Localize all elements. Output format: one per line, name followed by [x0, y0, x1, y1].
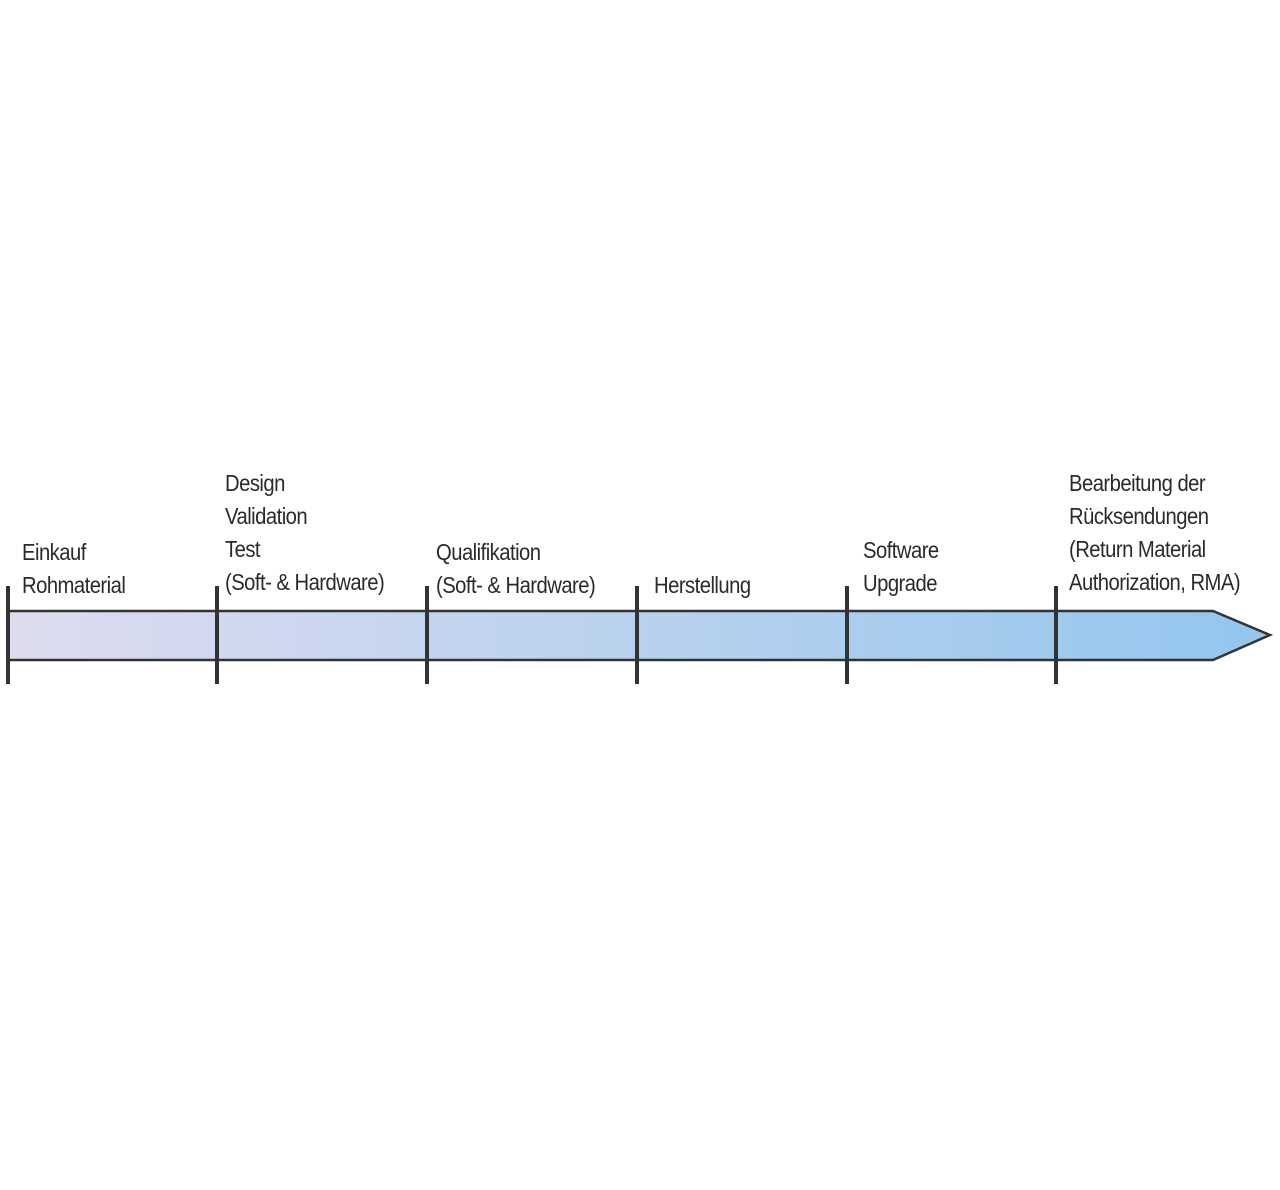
phase-label-line: Test	[225, 536, 261, 562]
phase-label-line: Qualifikation	[436, 539, 541, 565]
phase-label-line: Herstellung	[654, 572, 751, 598]
phase-label-rma: Bearbeitung der Rücksendungen (Return Ma…	[1069, 467, 1241, 599]
phase-label-line: Upgrade	[863, 570, 937, 596]
phase-label-qualifikation: Qualifikation (Soft- & Hardware)	[436, 536, 596, 602]
phase-label-line: Bearbeitung der	[1069, 470, 1206, 496]
phase-label-line: Rohmaterial	[22, 572, 126, 598]
phase-label-software-upgrade: Software Upgrade	[863, 534, 939, 600]
phase-label-line: (Soft- & Hardware)	[225, 569, 385, 595]
phase-label-line: (Soft- & Hardware)	[436, 572, 596, 598]
phase-label-line: Validation	[225, 503, 308, 529]
phase-label-design-validation-test: Design Validation Test (Soft- & Hardware…	[225, 467, 385, 599]
phase-label-line: Einkauf	[22, 539, 86, 565]
phase-label-line: (Return Material	[1069, 536, 1206, 562]
phase-label-herstellung: Herstellung	[654, 569, 751, 602]
phase-separator-ticks	[6, 586, 1058, 684]
phase-label-einkauf: Einkauf Rohmaterial	[22, 536, 126, 602]
phase-label-line: Software	[863, 537, 939, 563]
phase-label-line: Design	[225, 470, 285, 496]
phase-label-line: Authorization, RMA)	[1069, 569, 1241, 595]
phase-label-line: Rücksendungen	[1069, 503, 1209, 529]
